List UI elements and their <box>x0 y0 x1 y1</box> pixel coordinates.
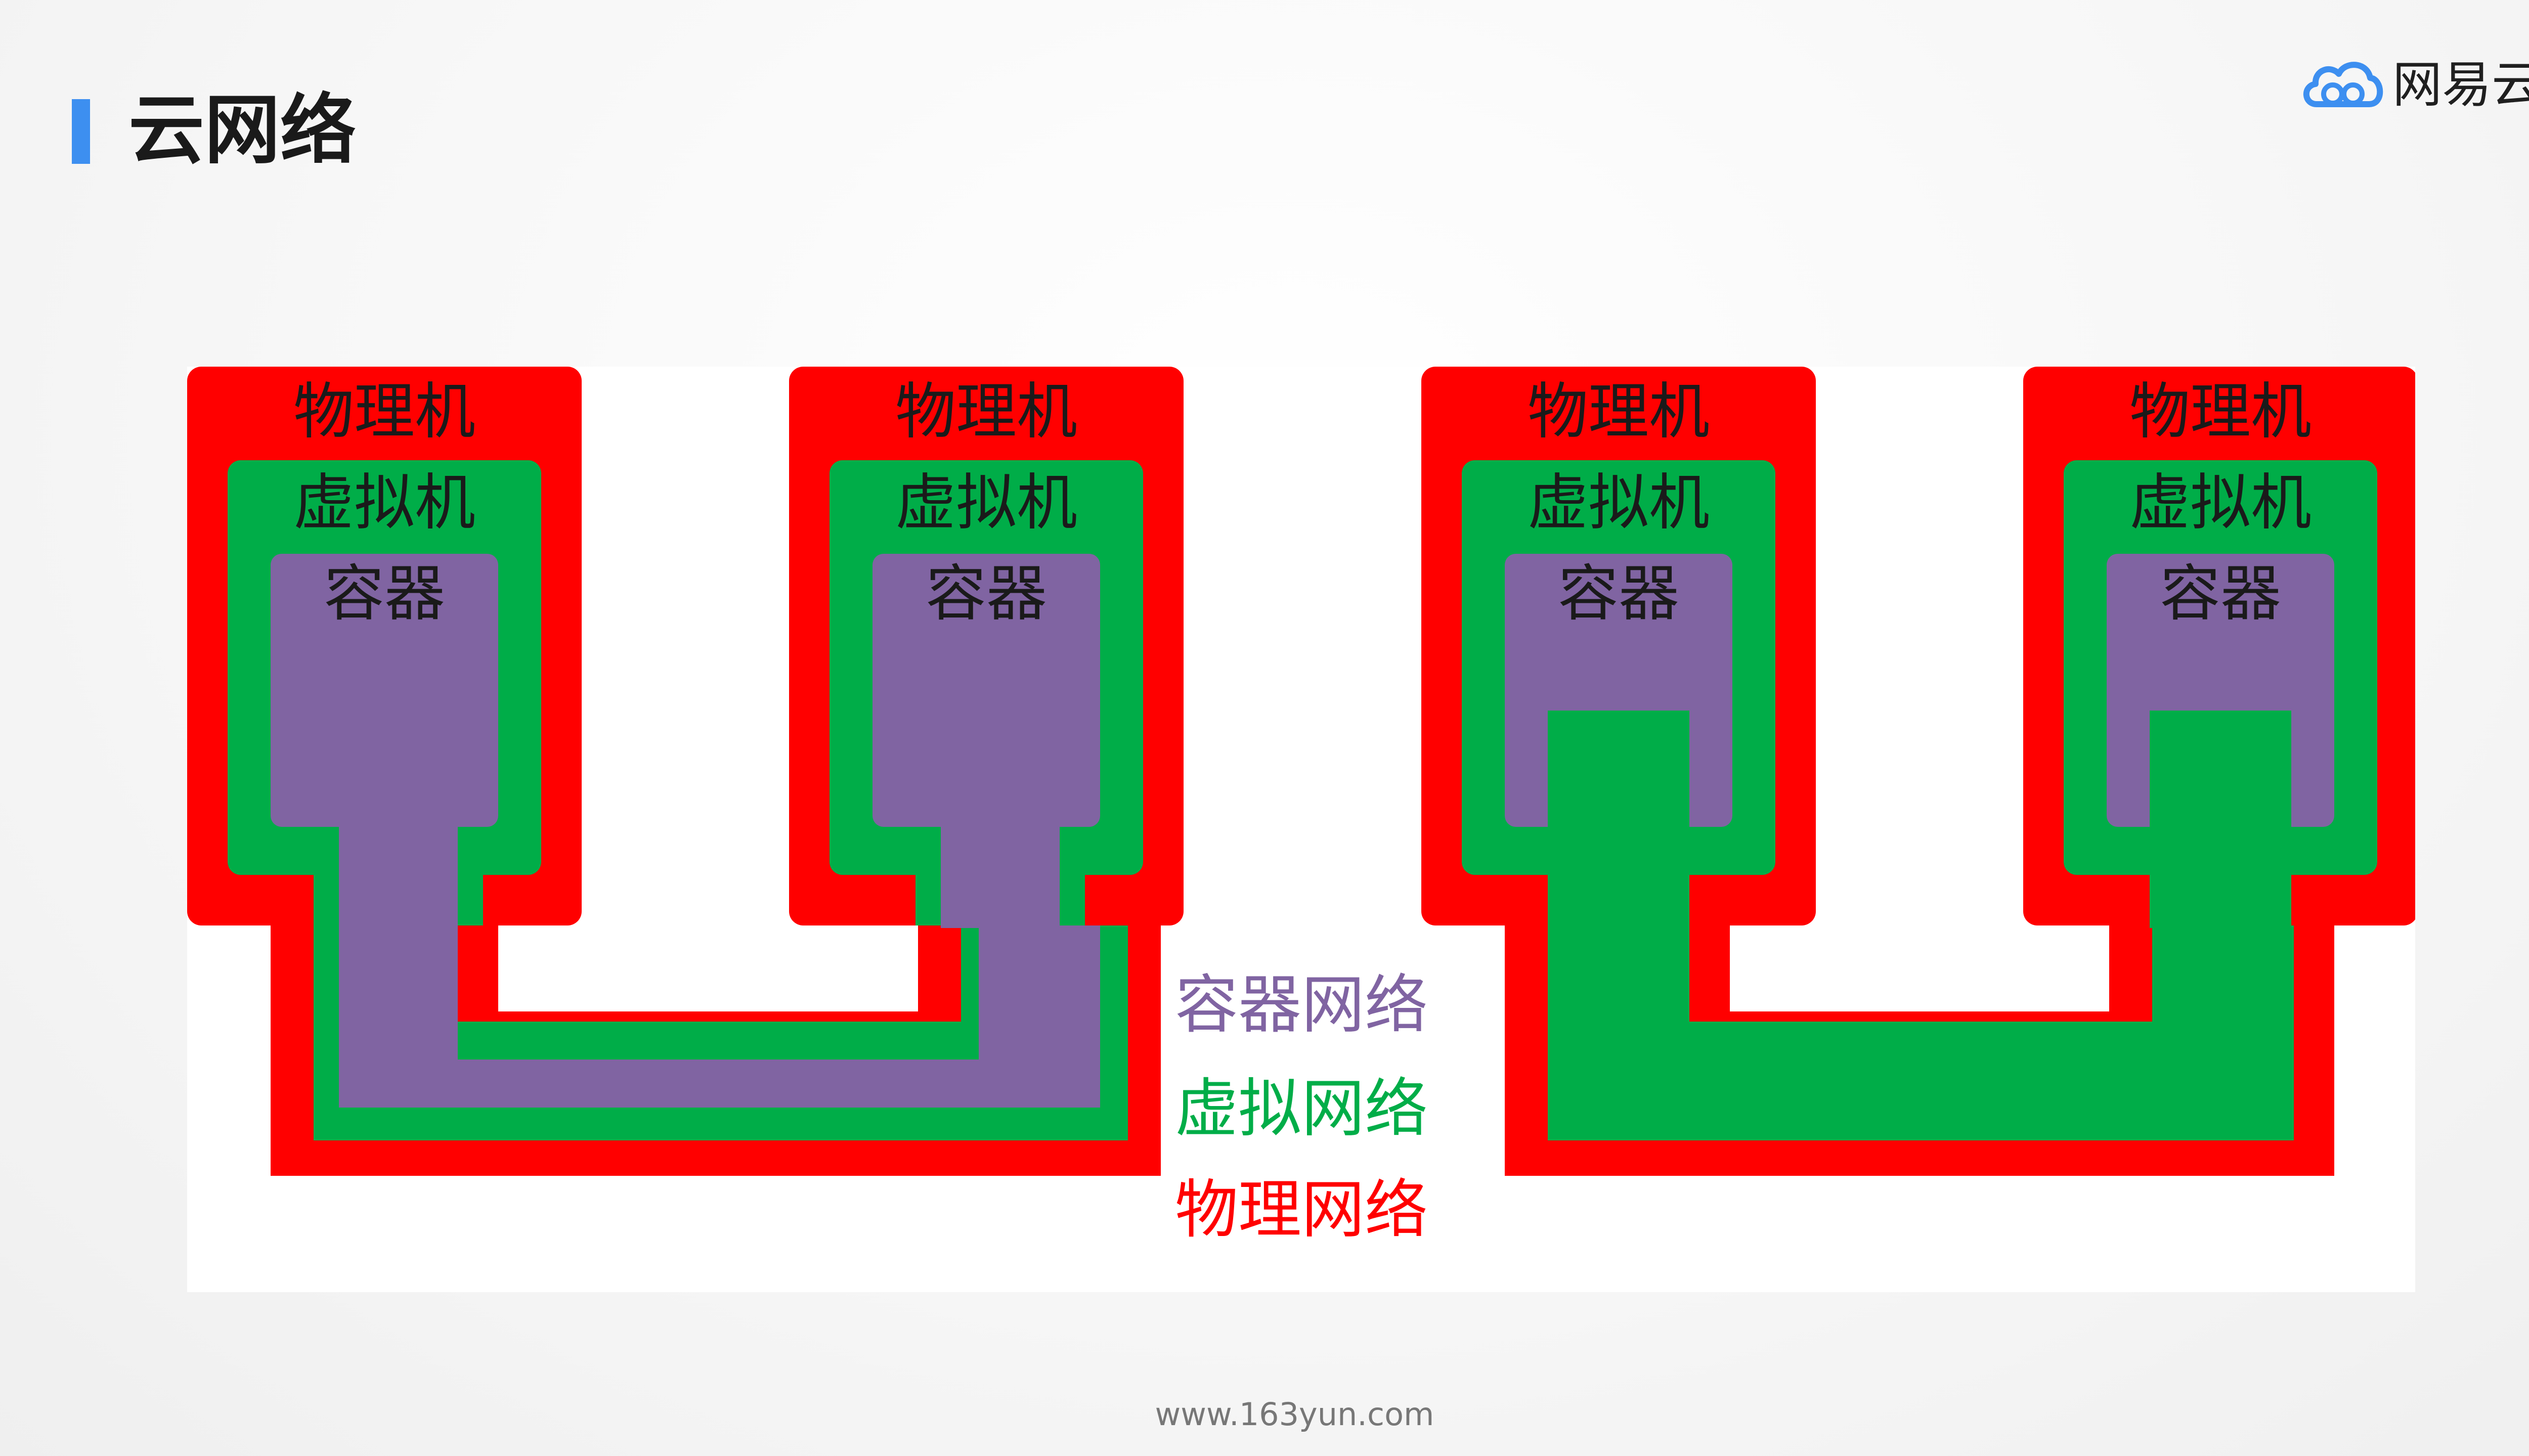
legend-item: 容器网络 <box>1175 968 1428 1042</box>
physical-machine-label: 物理机 <box>2129 377 2312 447</box>
container-label: 容器 <box>1558 559 1679 629</box>
virtual-machine-label: 虚拟机 <box>293 468 475 538</box>
virtual-machine-label: 虚拟机 <box>895 468 1077 538</box>
network-diagram: 物理机虚拟机容器 物理机虚拟机容器 物理机虚拟机容器 物理机虚拟机容器容器网络虚拟网络… <box>187 367 2415 1292</box>
container-label: 容器 <box>926 559 1047 629</box>
network-link-gap-left-white <box>498 918 918 1011</box>
virtual-machine-label: 虚拟机 <box>2129 468 2312 538</box>
legend-item: 物理网络 <box>1175 1173 1428 1247</box>
title-accent-bar <box>72 99 90 164</box>
network-link-gap-right-white <box>1730 918 2109 1011</box>
container-pipe-inner <box>339 822 458 928</box>
container-box <box>271 554 498 827</box>
container-label: 容器 <box>324 559 445 629</box>
container-label: 容器 <box>2160 559 2281 629</box>
container-box <box>873 554 1100 827</box>
logo-text: 网易云 <box>2392 56 2529 114</box>
physical-machine-label: 物理机 <box>895 377 1077 447</box>
physical-machine-label: 物理机 <box>1528 377 1710 447</box>
cloud-icon <box>2303 62 2383 107</box>
footer-url: www.163yun.com <box>1155 1396 1434 1433</box>
container-pipe-inner <box>941 822 1060 928</box>
physical-machine-label: 物理机 <box>293 377 475 447</box>
virtual-machine-label: 虚拟机 <box>1528 468 1710 538</box>
virtual-pipe <box>1548 711 1689 928</box>
legend-item: 虚拟网络 <box>1175 1072 1428 1145</box>
brand-logo: 网易云 <box>2296 50 2529 120</box>
page-title: 云网络 <box>128 86 357 174</box>
virtual-pipe <box>2150 711 2291 928</box>
